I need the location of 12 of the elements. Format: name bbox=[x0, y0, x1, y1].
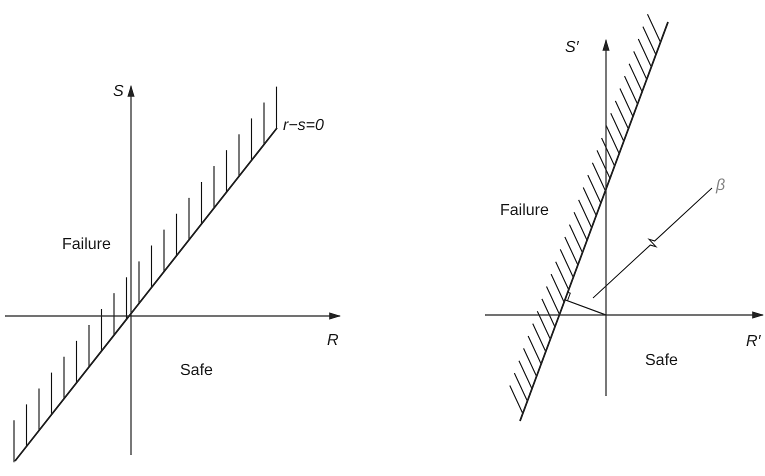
region-label: Failure bbox=[62, 237, 111, 253]
equation-label: r−s=0 bbox=[283, 118, 324, 134]
beta-label: β bbox=[716, 178, 726, 194]
axis-label: S bbox=[113, 84, 124, 100]
perpendicular-line bbox=[564, 292, 606, 316]
axis-label: S′ bbox=[565, 40, 579, 56]
leader-line bbox=[592, 188, 712, 298]
region-label: Safe bbox=[180, 363, 213, 379]
axis-label: R bbox=[327, 333, 339, 349]
axis-label: R′ bbox=[746, 334, 761, 350]
region-label: Failure bbox=[500, 203, 549, 219]
region-label: Safe bbox=[645, 353, 678, 369]
